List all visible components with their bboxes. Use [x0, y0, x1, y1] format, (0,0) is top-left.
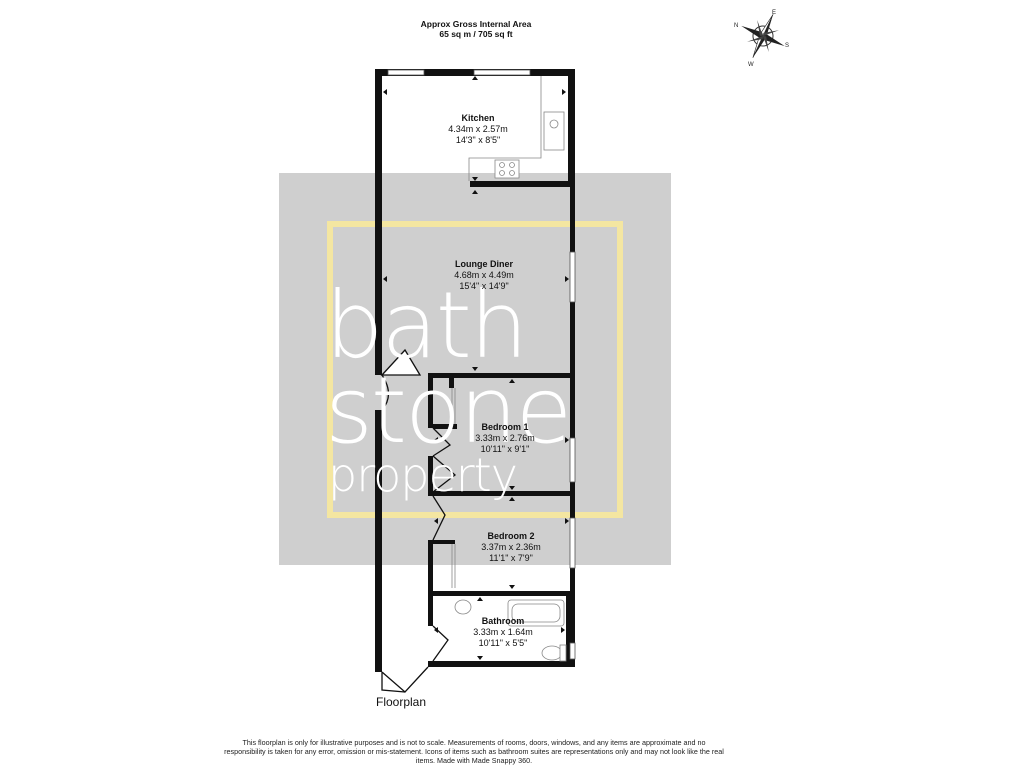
area-title: Approx Gross Internal Area: [420, 19, 532, 29]
room-kitchen: Kitchen 4.34m x 2.57m 14'3" x 8'5": [423, 113, 533, 145]
kitchen-worktop: [468, 76, 565, 181]
room-metric: 4.34m x 2.57m: [448, 124, 508, 134]
room-name: Kitchen: [461, 113, 495, 123]
walls: [375, 69, 575, 672]
disclaimer-text: This floorplan is only for illustrative …: [224, 738, 724, 766]
room-bedroom-2: Bedroom 2 3.37m x 2.36m 11'1" x 7'9": [456, 531, 566, 563]
room-imperial: 10'11" x 5'5": [478, 637, 528, 648]
room-name: Bedroom 1: [481, 422, 529, 432]
room-imperial: 15'4" x 14'9": [459, 280, 509, 291]
room-lounge-diner: Lounge Diner 4.68m x 4.49m 15'4" x 14'9": [429, 259, 539, 291]
room-name: Lounge Diner: [455, 259, 513, 269]
room-name: Bathroom: [481, 616, 525, 626]
room-metric: 3.37m x 2.36m: [481, 542, 541, 552]
compass-w-label: W: [748, 62, 754, 66]
room-bedroom-1: Bedroom 1 3.33m x 2.76m 10'11" x 9'1": [450, 422, 560, 454]
room-imperial: 14'3" x 8'5": [455, 134, 501, 145]
room-metric: 3.33m x 1.64m: [473, 627, 533, 637]
windows: [387, 69, 576, 660]
room-metric: 4.68m x 4.49m: [454, 270, 514, 280]
area-header: Approx Gross Internal Area 65 sq m / 705…: [0, 19, 952, 39]
compass-s-label: S: [785, 43, 789, 49]
room-imperial: 11'1" x 7'9": [489, 552, 533, 563]
doors: [380, 348, 457, 693]
compass-e-label: E: [772, 10, 776, 16]
room-imperial: 10'11" x 9'1": [480, 443, 530, 454]
watermark-frame: [327, 221, 623, 518]
wardrobes: [451, 388, 456, 588]
compass-n-label: N: [734, 23, 738, 29]
bathroom-fittings: [454, 599, 567, 662]
watermark-word-property: property: [328, 448, 518, 502]
room-name: Bedroom 2: [487, 531, 535, 541]
room-bathroom: Bathroom 3.33m x 1.64m 10'11" x 5'5": [448, 616, 558, 648]
watermark-word-stone: stone: [325, 357, 572, 464]
room-metric: 3.33m x 2.76m: [475, 433, 535, 443]
area-value: 65 sq m / 705 sq ft: [439, 29, 513, 39]
compass-rose-icon: N E S W: [734, 10, 789, 66]
dimension-markers: [383, 76, 569, 660]
watermark-word-bath: bath: [325, 272, 528, 379]
floor-label: Floorplan: [376, 695, 427, 709]
